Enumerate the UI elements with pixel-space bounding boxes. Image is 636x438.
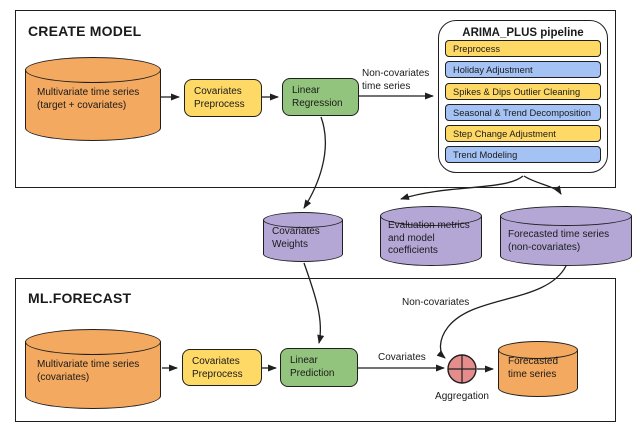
evaluation-metrics-cylinder: Evaluation metrics and model coefficient…: [380, 206, 482, 266]
multivariate-covariates-cylinder: Multivariate time series (covariates): [25, 329, 161, 409]
pipeline-step-step-change-adjustment: Step Change Adjustment: [445, 125, 601, 143]
cylinder-top-ellipse: [25, 329, 161, 355]
create-model-title: CREATE MODEL: [28, 23, 142, 39]
box-label-line: Linear: [290, 355, 318, 366]
arima-plus-pipeline-container: ARIMA_PLUS pipeline Preprocess Holiday A…: [438, 20, 608, 173]
multivariate-target-covariates-cylinder: Multivariate time series (target + covar…: [25, 57, 161, 141]
box-label-line: Preprocess: [192, 369, 243, 380]
noncovariates-time-series-label: Non-covariates time series: [362, 67, 438, 93]
cylinder-top-ellipse: [25, 57, 161, 83]
cylinder-label-line: coefficients: [388, 245, 438, 256]
linear-regression-box: Linear Regression: [282, 78, 359, 116]
cylinder-label-line: Forecasted time series: [508, 229, 610, 240]
cylinder-label-line: (target + covariates): [37, 100, 127, 111]
cylinder-top-ellipse: [500, 206, 632, 226]
box-label-line: Covariates: [192, 356, 240, 367]
flow-label-line: Non-covariates: [362, 68, 430, 79]
linear-prediction-box: Linear Prediction: [280, 348, 358, 387]
cylinder-label-line: Multivariate time series: [37, 87, 140, 98]
forecasted-noncovariates-cylinder: Forecasted time series (non-covariates): [500, 206, 632, 266]
cylinder-label-line: (non-covariates): [508, 242, 581, 253]
covariates-preprocess-box-create: Covariates Preprocess: [184, 79, 262, 117]
cylinder-label-line: Forecasted: [508, 356, 559, 367]
pipeline-title: ARIMA_PLUS pipeline: [462, 27, 584, 39]
ml-forecast-title: ML.FORECAST: [28, 290, 132, 306]
covariates-weights-cylinder: Covariates Weights: [263, 212, 343, 262]
pipeline-step-seasonal-trend-decomposition: Seasonal & Trend Decomposition: [445, 103, 601, 121]
flow-label-line: time series: [362, 81, 411, 92]
box-label-line: Prediction: [290, 368, 335, 379]
covariates-preprocess-box-forecast: Covariates Preprocess: [182, 349, 262, 386]
cylinder-top-ellipse: [263, 212, 343, 228]
aggregation-label: Aggregation: [435, 391, 489, 402]
box-label-line: Linear: [292, 85, 320, 96]
box-label-line: Covariates: [194, 86, 242, 97]
cylinder-top-ellipse: [380, 206, 482, 226]
cylinder-label-line: time series: [508, 369, 557, 380]
covariates-flow-label: Covariates: [378, 352, 426, 363]
box-label-line: Regression: [292, 98, 343, 109]
pipeline-step-holiday-adjustment: Holiday Adjustment: [445, 61, 601, 79]
cylinder-label-line: Multivariate time series: [37, 359, 140, 370]
noncovariates-flow-label: Non-covariates: [402, 297, 470, 308]
cylinder-label-line: Covariates: [272, 226, 320, 237]
cylinder-label-line: (covariates): [37, 372, 90, 383]
pipeline-step-preprocess: Preprocess: [445, 40, 601, 57]
cylinder-label-line: and model: [388, 232, 435, 244]
cylinder-label-line: Weights: [272, 239, 308, 250]
pipeline-step-spikes-dips-outlier-cleaning: Spikes & Dips Outlier Cleaning: [445, 82, 601, 100]
forecasted-time-series-cylinder: Forecasted time series: [498, 341, 578, 397]
box-label-line: Preprocess: [194, 99, 245, 110]
pipeline-step-trend-modeling: Trend Modeling: [445, 146, 601, 164]
cylinder-label-line: Evaluation metrics: [388, 220, 470, 231]
